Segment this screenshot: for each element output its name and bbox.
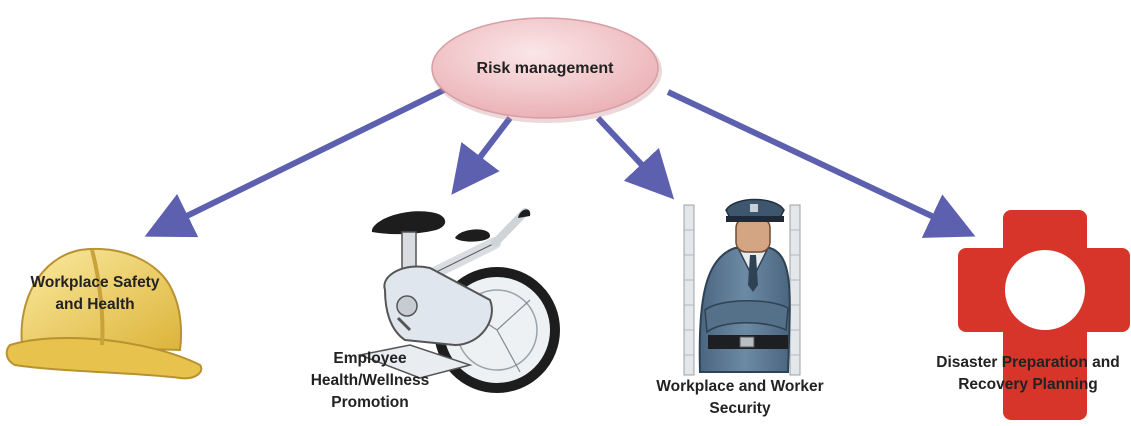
security-guard-icon xyxy=(683,198,801,376)
branch-label-disaster: Disaster Preparation and Recovery Planni… xyxy=(936,354,1120,393)
branch-label-wellness: Employee Health/Wellness Promotion xyxy=(310,350,430,411)
red-cross-icon xyxy=(958,210,1130,420)
exercise-bike-icon xyxy=(357,208,560,393)
hard-hat-icon xyxy=(5,247,203,380)
arrow-to-wellness xyxy=(451,116,513,195)
arrow-to-security xyxy=(595,115,675,200)
branch-label-security: Workplace and Worker Security xyxy=(656,378,824,417)
connector-arrows xyxy=(144,83,976,238)
root-oval xyxy=(431,17,662,123)
arrow-to-safety xyxy=(144,83,454,238)
root-node-label: Risk management xyxy=(476,60,614,77)
branch-label-safety: Workplace Safety and Health xyxy=(30,274,160,313)
arrow-to-disaster xyxy=(666,89,976,238)
